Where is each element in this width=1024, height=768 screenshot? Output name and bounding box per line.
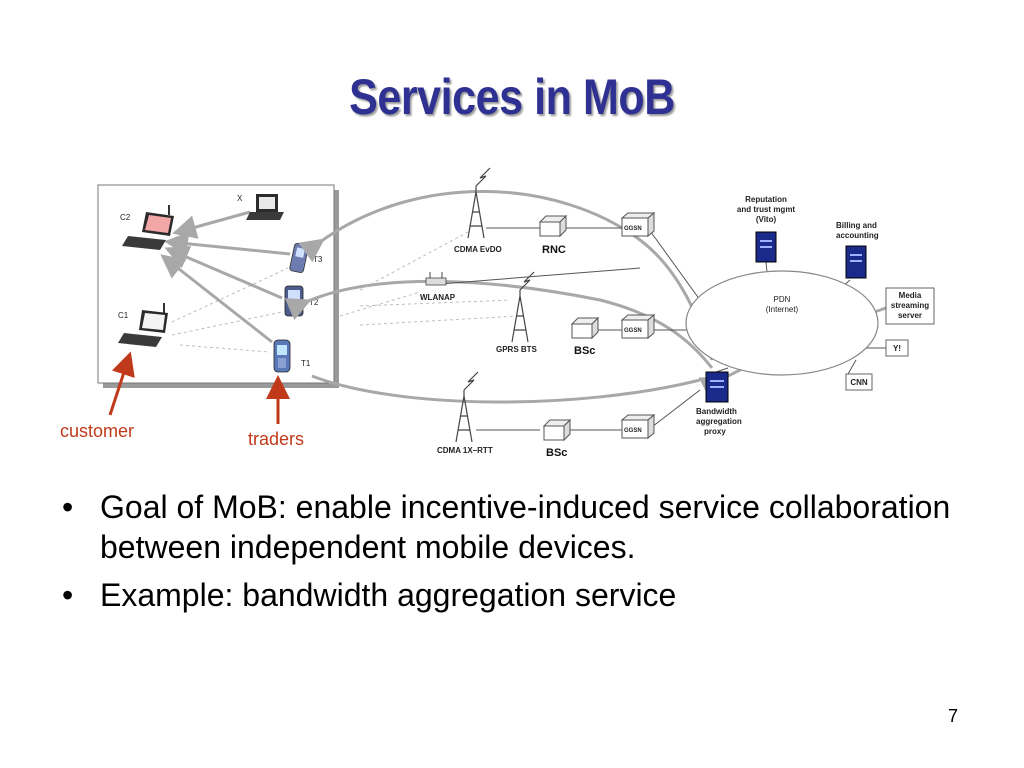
- ggsn-bottom-icon: [620, 413, 656, 440]
- yahoo-server-box: [885, 339, 909, 357]
- pdn-cloud: [685, 270, 879, 376]
- bullet-text: Goal of MoB: enable incentive-induced se…: [100, 489, 951, 565]
- bullet-item: • Goal of MoB: enable incentive-induced …: [62, 487, 962, 567]
- device-label-t1: T1: [301, 359, 311, 368]
- billing-server-icon: [845, 245, 867, 279]
- label-proxy-1: Bandwidth: [696, 407, 737, 416]
- device-label-t3: T3: [313, 255, 323, 264]
- label-ggsn-mid: GGSN: [624, 328, 642, 334]
- tower-cdma-1x-icon: [455, 371, 479, 443]
- label-media-2: streaming: [891, 301, 929, 310]
- label-rnc: RNC: [542, 244, 566, 256]
- laptop-x-icon: [246, 194, 284, 220]
- bsc-mid-icon: [570, 316, 600, 340]
- label-billing-1: Billing and: [836, 221, 877, 230]
- label-media-3: server: [898, 311, 922, 320]
- local-wireless-links: [171, 267, 289, 353]
- label-gprs-bts: GPRS BTS: [496, 345, 538, 354]
- label-cdma-1x: CDMA 1X–RTT: [437, 446, 493, 455]
- tower-cdma-evdo-icon: [467, 167, 491, 239]
- label-reputation-2: and trust mgmt: [737, 205, 796, 214]
- label-pdn-2: (Internet): [766, 305, 799, 314]
- ggsn-mid-icon: [620, 313, 656, 340]
- label-proxy-2: aggregation: [696, 417, 742, 426]
- laptop-c2-icon: [122, 205, 174, 250]
- traders-label: traders: [248, 429, 304, 449]
- label-bsc-mid: BSc: [574, 345, 595, 357]
- laptop-c1-icon: [118, 303, 168, 347]
- bullet-item: • Example: bandwidth aggregation service: [62, 575, 962, 615]
- label-ggsn-top: GGSN: [624, 226, 642, 232]
- label-ggsn-bottom: GGSN: [624, 428, 642, 434]
- radio-links: [339, 231, 519, 326]
- page-number: 7: [948, 706, 959, 726]
- label-cdma-evdo: CDMA EvDO: [454, 245, 502, 254]
- reputation-server-icon: [755, 231, 777, 263]
- label-media-1: Media: [899, 291, 922, 300]
- device-label-x: X: [237, 194, 243, 203]
- customer-arrow: [108, 351, 135, 416]
- device-box: [97, 184, 335, 384]
- wlan-ap-icon: [425, 272, 447, 286]
- phone-t1-icon: [273, 339, 291, 373]
- customer-label: customer: [60, 421, 134, 441]
- label-proxy-3: proxy: [704, 427, 726, 436]
- mob-network-diagram: C2 C1 X T3 T2 T1: [60, 167, 935, 459]
- label-wlanap: WLANAP: [420, 293, 456, 302]
- phone-t2-icon: [284, 285, 304, 317]
- label-cnn: CNN: [850, 378, 868, 387]
- proxy-server-icon: [705, 371, 729, 403]
- media-server-box: [885, 287, 935, 325]
- core-wires: [439, 227, 886, 431]
- device-label-c2: C2: [120, 213, 131, 222]
- cnn-server-box: [845, 373, 873, 391]
- label-reputation-3: (Vito): [756, 215, 777, 224]
- bullet-marker: •: [62, 577, 74, 613]
- ggsn-top-icon: [620, 211, 656, 238]
- slide-title: Services in MoB: [349, 69, 675, 125]
- label-pdn-1: PDN: [774, 295, 791, 304]
- bullet-marker: •: [62, 489, 74, 525]
- bullet-text: Example: bandwidth aggregation service: [100, 577, 677, 613]
- device-label-t2: T2: [309, 298, 319, 307]
- label-reputation-1: Reputation: [745, 195, 787, 204]
- device-label-c1: C1: [118, 311, 129, 320]
- bullet-list: • Goal of MoB: enable incentive-induced …: [62, 487, 962, 623]
- label-bsc-bottom: BSc: [546, 447, 567, 459]
- bsc-bottom-icon: [542, 418, 572, 442]
- local-arrows: [160, 210, 291, 344]
- rnc-icon: [538, 214, 568, 238]
- label-billing-2: accounting: [836, 231, 879, 240]
- label-yahoo: Y!: [893, 344, 901, 353]
- tower-gprs-icon: [511, 271, 535, 343]
